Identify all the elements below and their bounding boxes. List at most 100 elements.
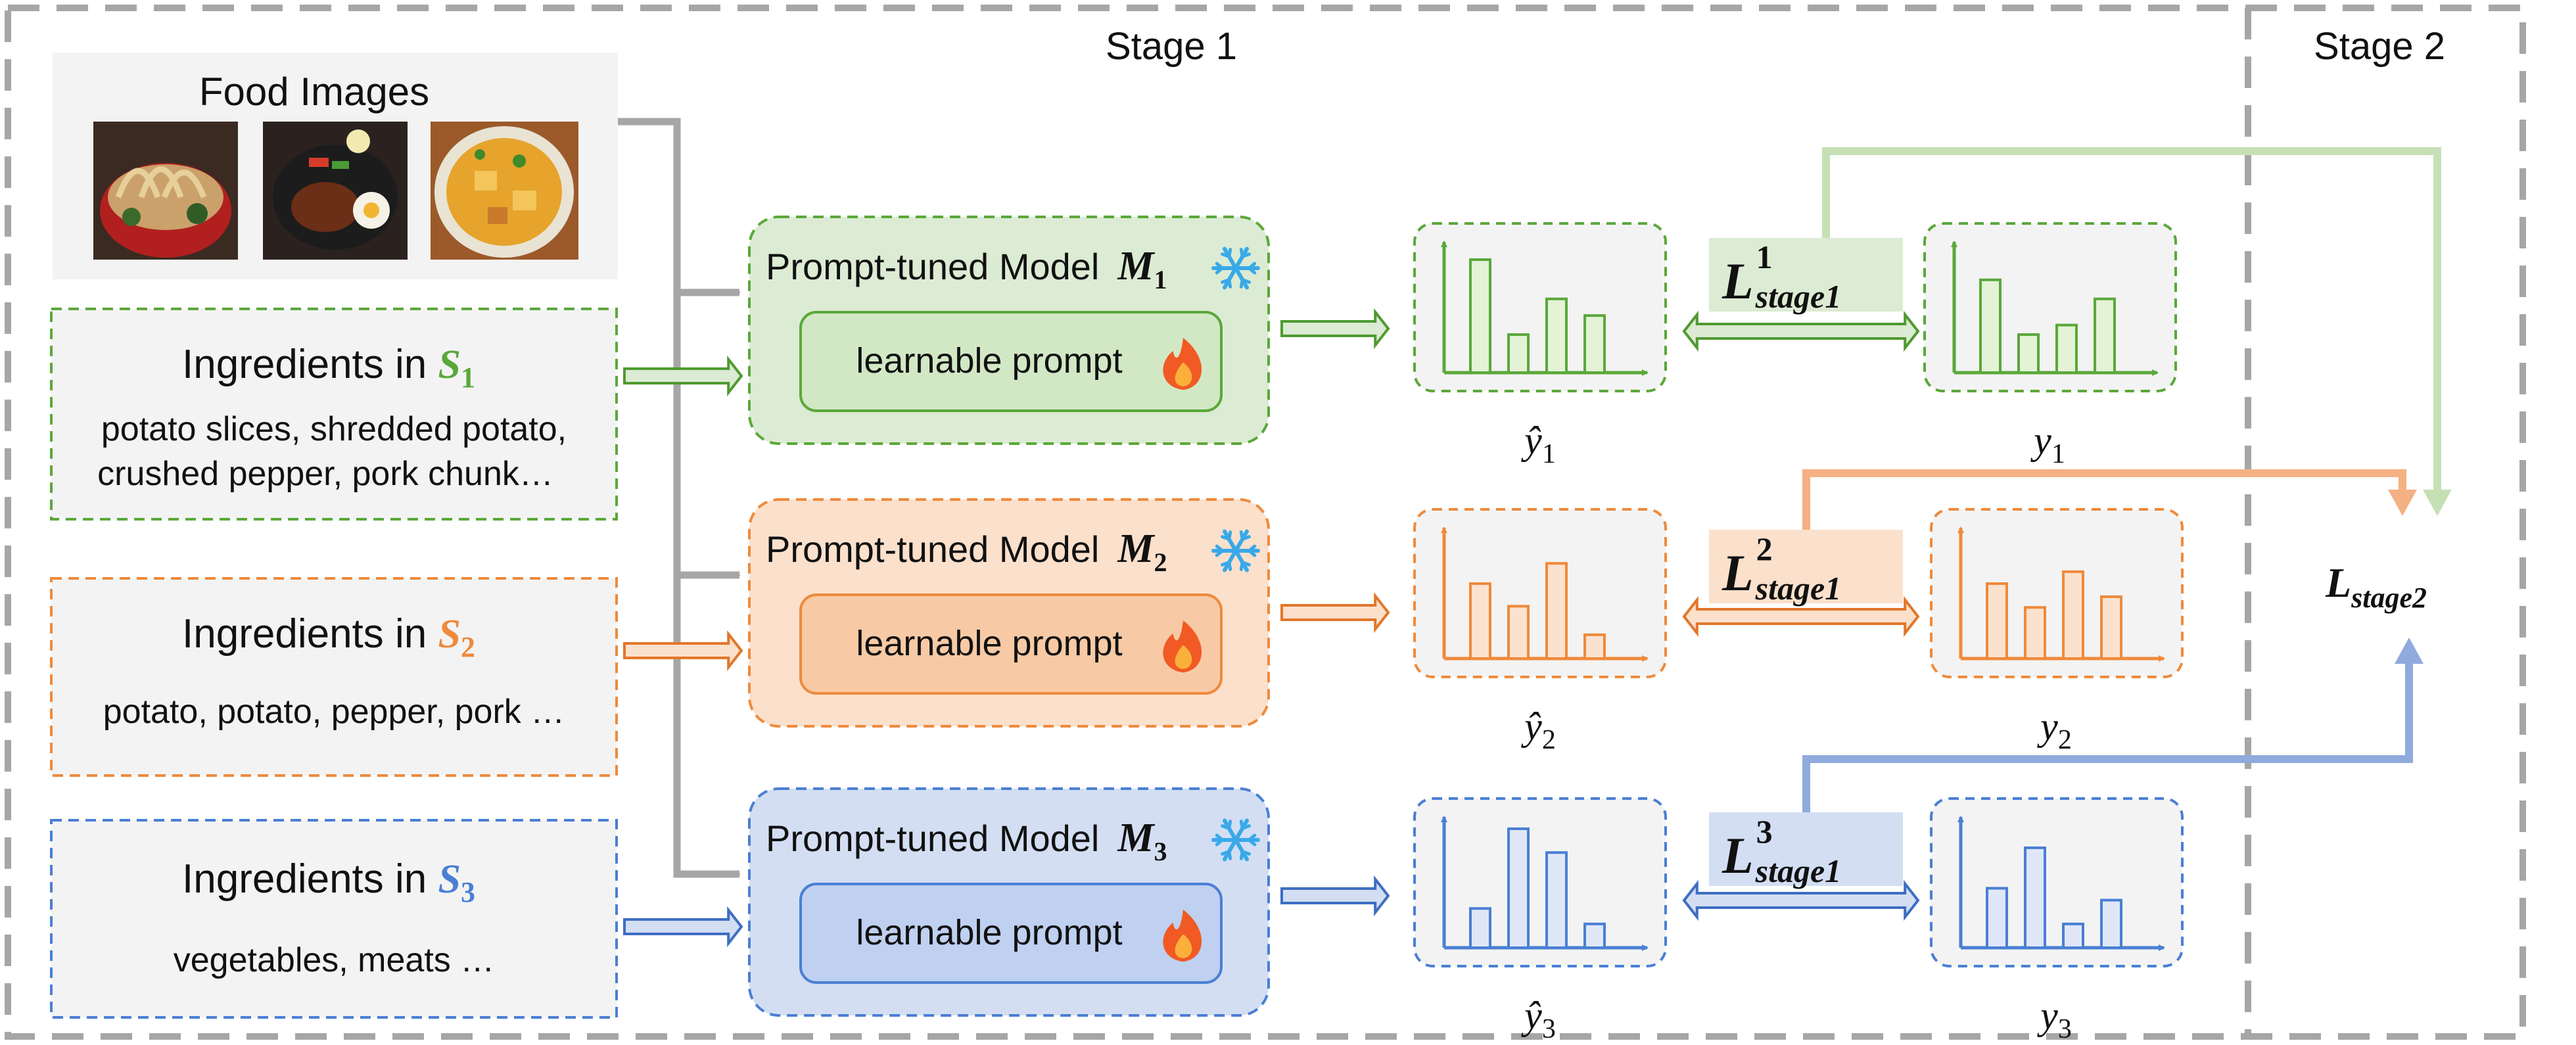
gt-subscript: 3 — [2058, 1014, 2072, 1044]
gt-chart-1 — [1923, 222, 2177, 392]
pred-chart-1-bar-4 — [1583, 314, 1606, 374]
pred-chart-3-bar-2 — [1507, 827, 1530, 949]
ingredients-title-1: Ingredients in S1 — [182, 342, 475, 394]
gt-label-3: y3 — [2036, 994, 2072, 1044]
pred-chart-2-bar-4 — [1583, 633, 1606, 660]
model-title-1: Prompt-tuned Model M1 — [766, 244, 1167, 294]
pred-chart-3-frame — [1413, 797, 1667, 967]
stage2-orange-connector — [1802, 469, 2406, 530]
ingredients-box-3 — [50, 819, 618, 1019]
model-arrow-1 — [1280, 308, 1390, 350]
pred-letter: ŷ — [1520, 705, 1542, 748]
outer-frame — [5, 5, 2526, 1040]
svg-text:Lstage2: Lstage2 — [2325, 559, 2427, 614]
ingredients-prefix: Ingredients in — [182, 611, 438, 657]
model-letter: M — [1117, 816, 1155, 860]
set-subscript: 2 — [461, 631, 475, 663]
pred-chart-3-bar-1 — [1469, 907, 1491, 950]
pred-chart-3-bar-3 — [1545, 851, 1568, 949]
ingredients-line2-1: crushed pepper, pork chunk… — [97, 455, 553, 493]
pred-chart-2 — [1413, 508, 1667, 678]
pred-letter: ŷ — [1520, 419, 1542, 462]
stage2-blue-connector-head — [2395, 638, 2424, 664]
ingredients-arrow-1 — [623, 355, 743, 397]
loss-letter: L — [1721, 252, 1754, 310]
gt-chart-1-bar-3 — [2055, 323, 2078, 375]
set-subscript: 1 — [461, 361, 475, 394]
gt-subscript: 1 — [2051, 439, 2065, 469]
ingredients-prefix: Ingredients in — [182, 856, 438, 902]
potato-curry-image — [431, 122, 578, 260]
set-letter: S — [438, 612, 460, 657]
prompt-label-1: learnable prompt — [856, 341, 1122, 381]
noodle-bowl-image — [93, 122, 238, 260]
snowflake-icon — [1211, 818, 1260, 862]
fire-icon — [1163, 910, 1202, 962]
gt-chart-1-bar-2 — [2017, 333, 2040, 374]
ingredients-arrow-2 — [623, 630, 743, 672]
stage2-green-connector-head — [2423, 490, 2452, 516]
prompt-box-2 — [799, 593, 1223, 695]
gt-chart-2-bar-2 — [2024, 606, 2046, 660]
gt-chart-3-frame — [1930, 797, 2184, 967]
set-letter: S — [438, 857, 460, 902]
set-subscript: 3 — [461, 876, 475, 908]
loss-letter: L — [1721, 827, 1754, 884]
gt-chart-3-bar-4 — [2100, 898, 2122, 949]
set-letter: S — [438, 342, 460, 387]
stage2-connectors — [1802, 147, 2452, 812]
fire-icon — [1163, 620, 1202, 673]
model-label: Prompt-tuned Model — [766, 528, 1099, 570]
row-1: Ingredients in S1 potato slices, shredded… — [50, 216, 2177, 521]
gt-letter: y — [2030, 419, 2051, 462]
pred-chart-2-frame — [1413, 508, 1667, 678]
gt-subscript: 2 — [2058, 725, 2072, 755]
gt-label-1: y1 — [2030, 419, 2065, 469]
pred-chart-3 — [1413, 797, 1667, 967]
loss-superscript: 1 — [1756, 239, 1773, 275]
gt-chart-2-bar-3 — [2062, 570, 2084, 660]
model-label: Prompt-tuned Model — [766, 818, 1099, 859]
gt-chart-1-bar-4 — [2094, 297, 2116, 374]
gt-chart-1-frame — [1923, 222, 2177, 392]
compare-arrow-1 — [1682, 310, 1920, 352]
stage2-loss-label: Lstage2 — [2325, 559, 2427, 614]
pred-chart-2-bar-2 — [1507, 605, 1530, 660]
pred-chart-2-bar-1 — [1469, 582, 1491, 660]
gt-chart-2-bar-4 — [2100, 595, 2122, 661]
ingredients-line1-1: potato slices, shredded potato, — [101, 410, 567, 448]
gt-chart-3-bar-1 — [1986, 887, 2008, 949]
prompt-box-1 — [799, 311, 1223, 412]
stage2-orange-connector-head — [2388, 490, 2417, 516]
pred-chart-1-frame — [1413, 222, 1667, 392]
loss-letter: L — [1721, 544, 1754, 601]
loss-bg-2 — [1709, 530, 1903, 603]
steak-plate-image — [263, 122, 408, 260]
loss-subscript: stage1 — [1755, 278, 1842, 315]
model-letter: M — [1117, 244, 1155, 289]
gt-chart-3 — [1930, 797, 2184, 967]
pred-label-1: ŷ1 — [1520, 419, 1556, 469]
gt-chart-3-bar-3 — [2062, 922, 2084, 950]
pred-subscript: 1 — [1542, 439, 1556, 469]
pred-chart-1-bar-3 — [1545, 297, 1568, 374]
gt-chart-2 — [1930, 508, 2184, 678]
stage2-loss-subscript: stage2 — [2351, 582, 2427, 614]
model-subscript: 1 — [1154, 265, 1167, 294]
model-label: Prompt-tuned Model — [766, 246, 1099, 287]
pred-chart-1 — [1413, 222, 1667, 392]
pred-label-2: ŷ2 — [1520, 705, 1556, 755]
compare-arrow-3 — [1682, 879, 1920, 921]
pred-subscript: 3 — [1542, 1014, 1556, 1044]
model-letter: M — [1117, 526, 1155, 571]
ingredients-arrow-3 — [623, 906, 743, 948]
pred-label-3: ŷ3 — [1520, 994, 1556, 1044]
gt-label-2: y2 — [2036, 705, 2072, 755]
loss-superscript: 3 — [1756, 813, 1773, 850]
pred-letter: ŷ — [1520, 994, 1542, 1037]
